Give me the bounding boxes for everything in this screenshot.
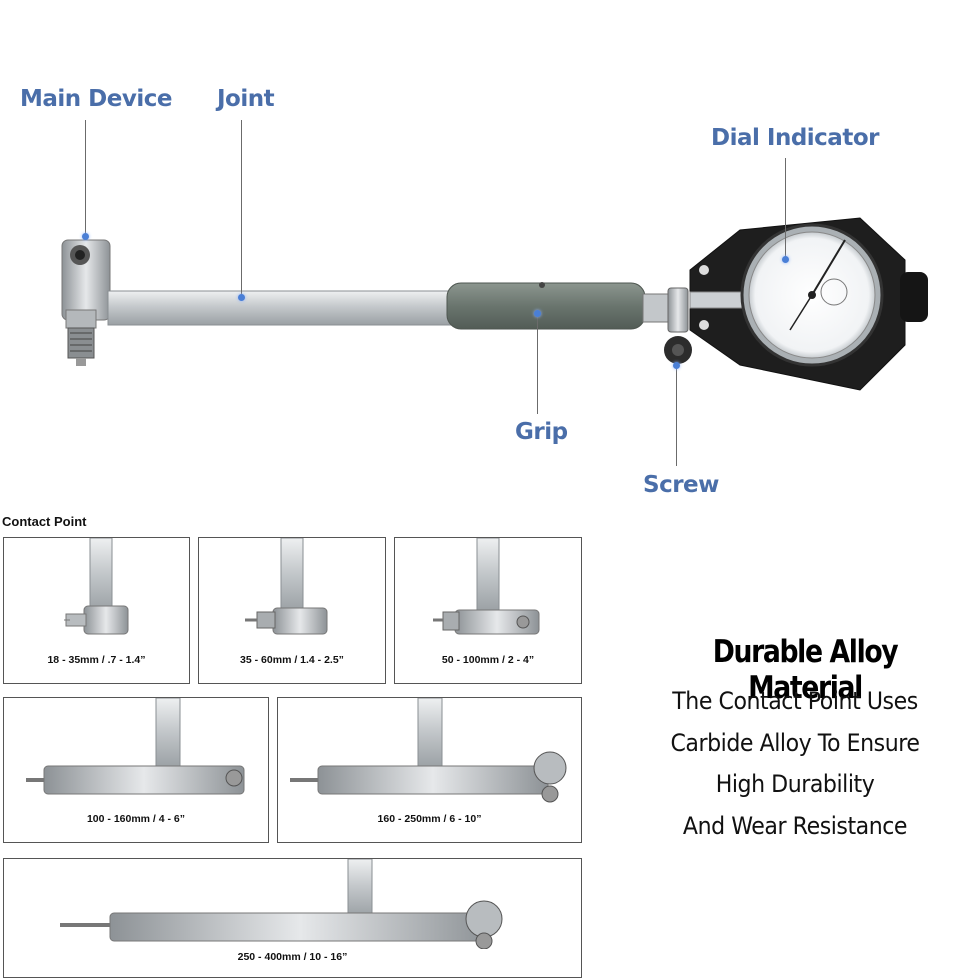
- contact-point-image-3: [433, 538, 540, 635]
- promo-line-3: High Durability: [715, 770, 875, 798]
- promo-title: Durable Alloy Material: [712, 634, 899, 706]
- contact-point-range-2: 35 - 60mm / 1.4 - 2.5”: [240, 654, 344, 666]
- main-device-head: [61, 239, 111, 366]
- screw-leader: [676, 366, 677, 466]
- contact-point-range-4: 100 - 160mm / 4 - 6”: [86, 813, 186, 825]
- contact-point-box-2: 35 - 60mm / 1.4 - 2.5”: [198, 537, 386, 684]
- contact-point-title: Contact Point: [2, 514, 87, 529]
- label-dial-indicator: Dial Indicator: [711, 125, 879, 151]
- contact-point-range-5: 160 - 250mm / 6 - 10”: [377, 813, 482, 825]
- joint-tube: [107, 290, 454, 326]
- contact-point-image-4: [26, 698, 245, 795]
- dial-indicator: [689, 217, 928, 391]
- grip-leader: [537, 314, 538, 414]
- contact-point-image-2: [245, 538, 328, 635]
- screw-marker: [673, 362, 680, 369]
- joint-leader: [241, 120, 242, 295]
- contact-point-image-6: [60, 859, 503, 950]
- dial-marker: [782, 256, 789, 263]
- contact-point-box-1: 18 - 35mm / .7 - 1.4”: [3, 537, 190, 684]
- dial-leader: [785, 158, 786, 258]
- promo-line-2: Carbide Alloy To Ensure: [670, 729, 920, 757]
- contact-point-box-6: 250 - 400mm / 10 - 16”: [3, 858, 582, 978]
- promo-line-1: The Contact Point Uses: [672, 687, 918, 715]
- contact-point-image-5: [290, 698, 567, 803]
- grip-sleeve: [446, 282, 646, 330]
- bore-gauge-illustration: [61, 217, 928, 391]
- contact-point-range-1: 18 - 35mm / .7 - 1.4”: [47, 654, 146, 666]
- contact-point-box-3: 50 - 100mm / 2 - 4”: [394, 537, 582, 684]
- contact-point-range-3: 50 - 100mm / 2 - 4”: [441, 654, 535, 666]
- contact-point-box-5: 160 - 250mm / 6 - 10”: [277, 697, 582, 843]
- grip-marker: [534, 310, 541, 317]
- label-main-device: Main Device: [20, 86, 172, 112]
- promo-line-4: And Wear Resistance: [682, 812, 908, 840]
- main-device-marker: [82, 233, 89, 240]
- contact-point-box-4: 100 - 160mm / 4 - 6”: [3, 697, 269, 843]
- label-screw: Screw: [643, 472, 719, 498]
- contact-point-image-1: [64, 538, 129, 635]
- label-joint: Joint: [217, 86, 275, 112]
- label-grip: Grip: [515, 419, 568, 445]
- main-device-leader: [85, 120, 86, 235]
- contact-point-range-6: 250 - 400mm / 10 - 16”: [237, 951, 348, 963]
- joint-marker: [238, 294, 245, 301]
